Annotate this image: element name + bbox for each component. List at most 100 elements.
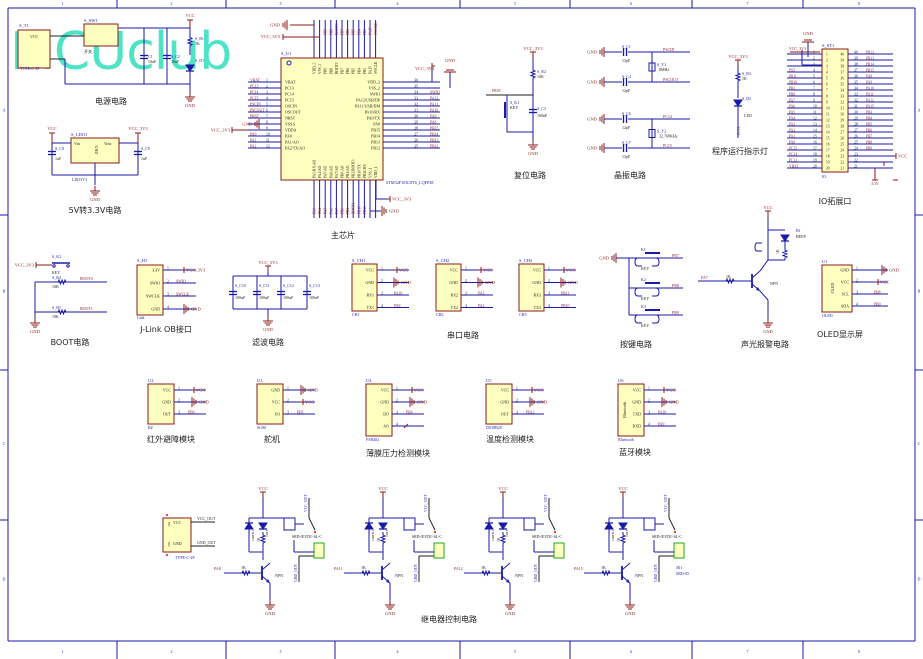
- frame-column-label: 7: [747, 649, 749, 654]
- vcc-label: VCC: [566, 268, 575, 273]
- power-title: 电源电路: [95, 96, 127, 106]
- mcu-net-label: PC14: [250, 91, 259, 95]
- mcu-pin-name: VSS_3: [318, 64, 322, 74]
- vcc-label: VCC: [414, 388, 423, 393]
- jlink-pin-name: 3.3V: [152, 268, 160, 273]
- crystal-ref: S_Y1: [657, 62, 666, 67]
- gnd-label: GND: [485, 280, 495, 285]
- mcu-pin-name: VDDA: [285, 128, 297, 133]
- key-contact: [634, 257, 642, 267]
- ldo-body: [70, 137, 120, 164]
- vcc-label: VCC: [880, 280, 889, 285]
- cap-value: 100nF: [537, 113, 548, 118]
- cap-ref: S_C11: [259, 283, 270, 288]
- gnd-label: GND: [587, 146, 597, 151]
- mcu-pin-name: BOOT0: [335, 62, 339, 74]
- uart-pin-name: TX3: [534, 305, 541, 310]
- gnd-label: GND: [803, 31, 813, 36]
- io-header-ref: S_ST1: [822, 43, 834, 48]
- oled-title: OLED显示屏: [817, 330, 863, 339]
- connector-type: TYPE-C-2P: [20, 66, 40, 71]
- crystal-freq: 32.768KHz: [659, 134, 678, 139]
- mcu-pin-name: PC13: [285, 86, 294, 91]
- gnd-label: GND: [537, 400, 547, 405]
- vcc-out-label: VCC_OUT: [424, 494, 428, 512]
- relay-switch: [548, 517, 556, 531]
- io-net-label: PB12: [866, 51, 874, 55]
- key-ref: S_K1: [510, 100, 519, 105]
- key-label: KEY: [52, 270, 60, 275]
- oled-pin-number: 1: [856, 267, 858, 271]
- alarm-title: 声光报警电路: [741, 339, 789, 349]
- resistor-value: 1K: [497, 537, 501, 542]
- io-pin-number: 18: [813, 153, 817, 157]
- uart-pin-name: TX1: [367, 305, 374, 310]
- jlink-pin-number: 2: [167, 280, 169, 284]
- mcu-pin-name: PA4/AO: [318, 165, 322, 178]
- bt-body-label: Bluetooth: [622, 402, 627, 418]
- pressure-pin-name: GND: [380, 400, 389, 405]
- cap-value: 100nF: [235, 295, 246, 300]
- gnd-label: GND: [185, 103, 195, 108]
- io-pin-inner-number: 33: [840, 95, 844, 99]
- ldo-pin: GND: [94, 146, 99, 155]
- resistor-icon: [259, 532, 267, 546]
- mcu-pin-number: 12: [266, 145, 270, 149]
- uart-type: CH3: [519, 312, 527, 317]
- io-net-label: PA2: [789, 129, 795, 133]
- led-label: LED: [625, 530, 629, 537]
- io-pin-number: 2: [813, 57, 815, 61]
- oled-net: PB8: [874, 291, 881, 295]
- usb-connector-body: [17, 29, 51, 69]
- vcc-label: VCC: [399, 268, 408, 273]
- io-net-label: PB7: [866, 135, 872, 139]
- relay-net: PA11: [334, 566, 343, 571]
- temp-ref: U5: [486, 378, 492, 383]
- cap-ref: S_C4: [622, 74, 631, 79]
- vcc-label: VCC: [185, 13, 194, 18]
- resistor-icon: [781, 248, 789, 260]
- mcu-pin-name: PB10/TX: [357, 164, 361, 178]
- jlink-title: J-Link OB接口: [139, 324, 192, 334]
- bt-net: PA10: [658, 411, 666, 415]
- resistor-value: 1K: [776, 249, 780, 254]
- alarm-npn-icon: [756, 287, 760, 291]
- resistor-ref: S_R4: [52, 275, 61, 280]
- frame-column-label: 2: [171, 649, 173, 654]
- npn-collector: [261, 562, 271, 571]
- mcu-pin-name: PB12: [371, 146, 380, 151]
- io-pin-number: 4: [813, 69, 815, 73]
- frame-row-label: B: [918, 289, 921, 294]
- uart-pin-number: 2: [548, 279, 550, 283]
- io-net-label: PB4: [866, 117, 872, 121]
- io-pin-number: 15: [813, 135, 817, 139]
- bt-pin-name: GND: [632, 400, 641, 405]
- ir-pin-name: OUT: [163, 412, 172, 417]
- io-pin-number: 26: [854, 135, 858, 139]
- crystal-title: 晶振电路: [614, 170, 646, 180]
- ldo-type: LDO3V3: [72, 177, 87, 182]
- mcu-pin-name: VDD_3: [313, 62, 317, 74]
- keys-title: 按键电路: [620, 339, 652, 349]
- io-pin-number: 38: [854, 63, 858, 67]
- out-pin-name: GND: [173, 541, 182, 546]
- io-net-label: PC15: [789, 147, 797, 151]
- mcu-net-label: PRST: [250, 115, 260, 119]
- ir-pin-number: 3: [178, 411, 180, 415]
- gnd-label: GND: [199, 400, 209, 405]
- io-pin-inner-number: 1: [826, 53, 828, 57]
- io-pin-inner-number: 2: [826, 59, 828, 63]
- pressure-pin-name: DO: [383, 412, 389, 417]
- io-pin-inner-number: 14: [826, 131, 830, 135]
- vcc-label: VCC: [666, 388, 675, 393]
- mcu-net-label: PB3: [363, 29, 367, 35]
- boot-title: BOOT电路: [51, 337, 90, 347]
- npn-label: NPN: [515, 573, 523, 578]
- io-net-label: PA15: [866, 105, 874, 109]
- mcu-net-label: PB12: [430, 145, 439, 149]
- io-pin-number: 10: [813, 105, 817, 109]
- mcu-pin-name: PB2/BOOT1: [352, 159, 356, 178]
- frame-row-label: D: [918, 577, 921, 582]
- io-net-label: PB11: [789, 75, 797, 79]
- io-net-label: PB5: [866, 123, 872, 127]
